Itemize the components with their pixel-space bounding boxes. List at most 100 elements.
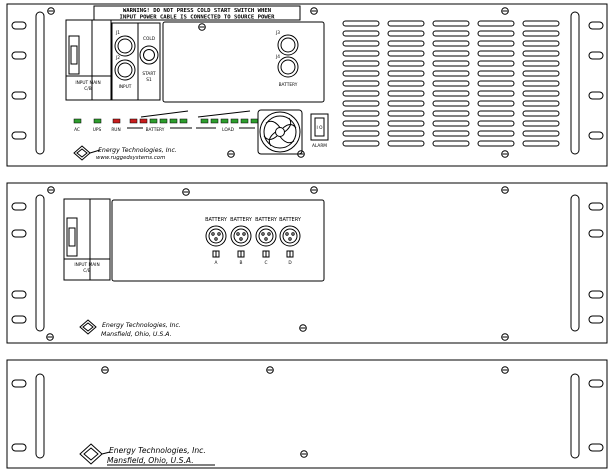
vent-slot (522, 90, 560, 97)
vent-slot (522, 50, 560, 57)
vent-slot (432, 60, 470, 67)
panel-handle (35, 194, 45, 332)
status-led (210, 118, 219, 124)
vent-slot (522, 130, 560, 137)
vent-slot (522, 110, 560, 117)
vent-slot (522, 20, 560, 27)
battery-label: BATTERY (205, 217, 228, 223)
fuse-label: B (240, 260, 243, 266)
vent-slot (522, 40, 560, 47)
fuse-holder (237, 250, 245, 258)
status-led-row (73, 118, 259, 124)
cold-start-label-1: COLD (143, 36, 156, 42)
panel-screw (299, 324, 307, 332)
vent-slot (387, 140, 425, 147)
panel-screw (310, 186, 318, 194)
vent-slot (477, 110, 515, 117)
vent-slot (477, 140, 515, 147)
vent-slot (522, 30, 560, 37)
battery-connector-plate (162, 21, 325, 103)
panel-screw (198, 23, 206, 31)
vent-slot (477, 130, 515, 137)
mount-slot (11, 91, 27, 100)
status-led (220, 118, 229, 124)
mount-slot (588, 21, 604, 30)
fuse-label: A (215, 260, 218, 266)
mount-slot (588, 91, 604, 100)
panel-screw (46, 333, 54, 341)
vent-slot (342, 130, 380, 137)
vent-slot (522, 100, 560, 107)
vent-slot (522, 140, 560, 147)
connector-j1 (114, 35, 136, 57)
vent-slot (387, 60, 425, 67)
battery-connector-label: BATTERY (279, 82, 298, 88)
company-logo (73, 145, 101, 161)
mount-slot (11, 379, 27, 388)
mount-slot (11, 229, 27, 238)
vent-slot (342, 80, 380, 87)
conn-j2-label: J2 (115, 55, 120, 61)
breaker-handle (68, 35, 80, 75)
status-led (240, 118, 249, 124)
fuse-label: D (288, 260, 292, 266)
vent-slot (342, 70, 380, 77)
led-ac-label: AC (74, 127, 80, 133)
panel-screw (501, 333, 509, 341)
mount-slot (11, 21, 27, 30)
panel-screw (310, 7, 318, 15)
panel-handle (570, 373, 580, 459)
warning-line-2: INPUT POWER CABLE IS CONNECTED TO SOURCE… (120, 15, 276, 21)
panel-screw (501, 150, 509, 158)
vent-slot (432, 70, 470, 77)
status-led (129, 118, 138, 124)
status-led (159, 118, 168, 124)
conn-j4-label: J4 (275, 54, 280, 60)
battery-connector (205, 225, 227, 247)
mount-slot (588, 315, 604, 324)
vent-slot (342, 20, 380, 27)
status-led (112, 118, 121, 124)
panel-screw (47, 186, 55, 194)
brand-name: Energy Technologies, Inc. (102, 322, 181, 329)
ventilation-grille (342, 20, 560, 147)
mount-slot (588, 379, 604, 388)
vent-slot (342, 110, 380, 117)
panel-screw (227, 150, 235, 158)
vent-slot (432, 100, 470, 107)
panel-2: INPUT MAIN C/B BATTERYABATTERYBBATTERYCB… (6, 182, 608, 344)
breaker-label-2: C/B (83, 268, 90, 274)
vent-slot (342, 30, 380, 37)
vent-slot (342, 60, 380, 67)
mount-slot (11, 443, 27, 452)
vent-slot (432, 120, 470, 127)
panel-screw (501, 186, 509, 194)
panel-screw (501, 366, 509, 374)
mount-slot (588, 51, 604, 60)
vent-slot (342, 120, 380, 127)
vent-slot (387, 30, 425, 37)
vent-slot (387, 130, 425, 137)
vent-slot (477, 100, 515, 107)
breaker-label-2: C/B (84, 86, 91, 92)
vent-slot (477, 30, 515, 37)
connector-j3 (277, 34, 299, 56)
vent-slot (477, 120, 515, 127)
battery-connector (230, 225, 252, 247)
connector-j4 (277, 56, 299, 78)
vent-slot (432, 30, 470, 37)
mount-slot (588, 443, 604, 452)
panel-screw (47, 7, 55, 15)
vent-slot (387, 100, 425, 107)
vent-slot (387, 110, 425, 117)
battery-label: BATTERY (279, 217, 302, 223)
vent-slot (387, 40, 425, 47)
brand-name: Energy Technologies, Inc. (98, 147, 177, 154)
panel-screw (300, 450, 308, 458)
led-battery-label: BATTERY (146, 127, 165, 133)
mount-slot (588, 131, 604, 140)
fuse-holder (286, 250, 294, 258)
vent-slot (387, 90, 425, 97)
vent-slot (432, 50, 470, 57)
